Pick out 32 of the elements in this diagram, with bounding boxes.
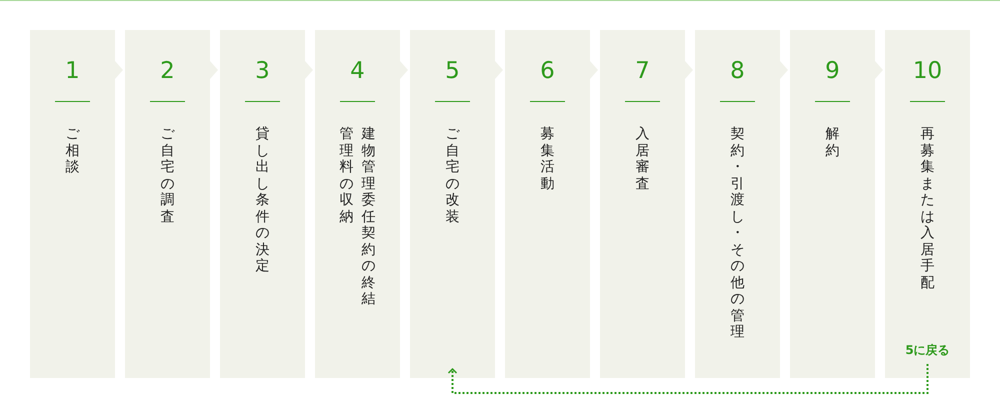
step-title: ご自宅の改装 [444,126,460,225]
step-box [315,30,400,378]
step-box [885,30,970,378]
step-number: 4 [349,58,366,84]
step-number: 5 [444,58,461,84]
step-number: 2 [159,58,176,84]
step-title: 建物管理委任契約の終結 [360,126,376,308]
step-title: 再募集または入居手配 [920,126,936,291]
step-box [30,30,115,378]
step-box [410,30,495,378]
step-box [695,30,780,378]
step-box [790,30,875,378]
step-title: 募集活動 [540,126,556,192]
step-box [505,30,590,378]
step-number: 8 [729,58,746,84]
step-title: 入居審査 [634,126,650,192]
step-title: ご相談 [64,126,80,176]
step-number: 1 [64,58,81,84]
step-number: 7 [634,58,651,84]
step-title: 管理料の収納 [338,126,354,226]
step-box [600,30,685,378]
step-number: 10 [912,58,944,84]
step-number: 6 [539,58,556,84]
step-title: 解約 [824,126,840,159]
step-number: 9 [824,58,841,84]
step-number: 3 [254,58,271,84]
step-title: ご自宅の調査 [160,126,176,225]
step-box [220,30,305,378]
step-title: 契約・引渡し・その他の管理 [730,126,746,340]
step-title: 貸し出し条件の決定 [254,126,270,274]
step-box [125,30,210,378]
edge-label: 5に戻る [904,342,951,359]
